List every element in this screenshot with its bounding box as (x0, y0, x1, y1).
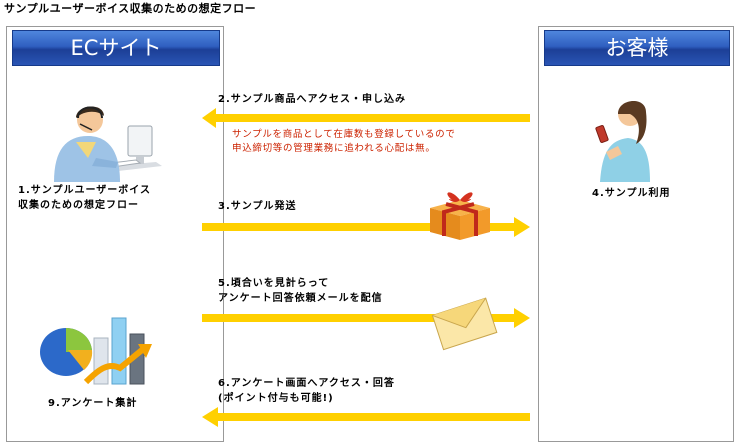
step1-label: 1.サンプルユーザーボイス 収集のための想定フロー (18, 185, 151, 211)
step6-label: 6.アンケート画面へアクセス・回答 (ポイント付与も可能!) (218, 378, 395, 404)
arrow-left-step6 (202, 407, 530, 427)
ec-site-banner: ECサイト (12, 30, 220, 66)
customer-panel (538, 26, 734, 442)
chart-graphic-icon (40, 317, 152, 385)
page-title: サンプルユーザーボイス収集のための想定フロー (4, 2, 257, 15)
step9-label: 9.アンケート集計 (48, 398, 138, 409)
gift-box-icon (430, 192, 490, 240)
arrow-right-step3 (202, 217, 530, 237)
operator-icon (54, 106, 162, 182)
step2-note: サンプルを商品として在庫数も登録しているので 申込締切等の管理業務に追われる心配… (232, 129, 456, 154)
step2-label: 2.サンプル商品へアクセス・申し込み (218, 94, 406, 105)
step5-label: 5.頃合いを見計らって アンケート回答依頼メールを配信 (218, 278, 383, 304)
arrow-left-step2 (202, 108, 530, 128)
customer-phone-icon (595, 100, 650, 182)
step3-label: 3.サンプル発送 (218, 201, 297, 212)
mail-envelope-icon (431, 297, 498, 351)
arrow-right-step5 (202, 308, 530, 328)
step4-label: 4.サンプル利用 (592, 188, 671, 199)
customer-banner: お客様 (544, 30, 730, 66)
